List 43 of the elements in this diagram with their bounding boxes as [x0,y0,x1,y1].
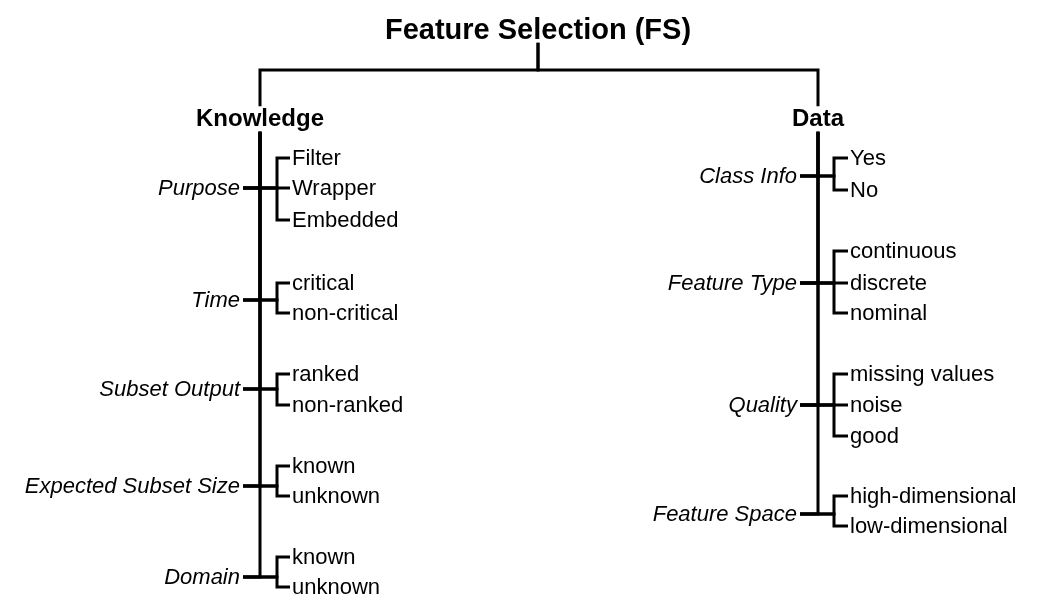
connector-line [800,512,848,528]
option-label: missing values [850,361,995,387]
category-label: Subset Output [99,376,240,402]
option-label: No [850,177,879,203]
option-label: continuous [850,238,957,264]
option-label: Yes [850,145,886,171]
option-label: Embedded [292,207,399,233]
option-label: good [850,423,899,449]
category-label: Expected Subset Size [24,473,240,499]
connector-line [243,186,290,222]
option-label: Wrapper [292,175,376,201]
connector-line [800,281,848,315]
option-label: ranked [292,361,360,387]
option-label: low-dimensional [850,513,1008,539]
category-label: Feature Type [667,270,797,296]
connector-line [243,298,290,315]
branch-heading: Data [792,104,844,132]
branch-heading: Knowledge [196,104,324,132]
option-label: non-critical [292,300,399,326]
option-label: nominal [850,300,928,326]
option-label: high-dimensional [850,483,1017,509]
option-label: discrete [850,270,928,296]
category-label: Feature Space [652,501,797,527]
option-label: known [292,453,356,479]
connector-line [800,174,848,192]
connector-line [243,387,290,407]
option-label: non-ranked [292,392,404,418]
option-label: known [292,544,356,570]
category-label: Purpose [158,175,240,201]
category-label: Class Info [699,163,797,189]
option-label: unknown [292,483,381,509]
option-label: critical [292,270,355,296]
category-label: Quality [728,392,797,418]
option-label: noise [850,392,903,418]
diagram-title: Feature Selection (FS) [384,13,692,47]
connector-line [800,403,848,438]
option-label: unknown [292,574,381,596]
category-label: Domain [164,564,240,590]
connector-line [243,484,290,498]
category-label: Time [191,287,240,313]
option-label: Filter [292,145,341,171]
connector-line [243,575,290,589]
connector-line [536,42,820,107]
